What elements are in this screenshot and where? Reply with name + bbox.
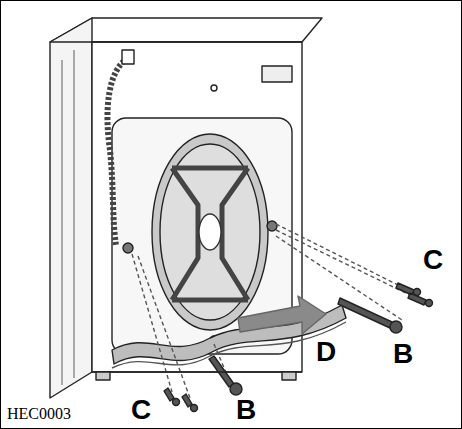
- callout-letter: C: [131, 396, 151, 424]
- callout-letter: B: [236, 396, 256, 424]
- callout-letter: B: [393, 340, 413, 368]
- figure-code: HEC0003: [7, 406, 71, 422]
- callout-letter: D: [316, 338, 336, 366]
- callout-letter: C: [423, 246, 443, 274]
